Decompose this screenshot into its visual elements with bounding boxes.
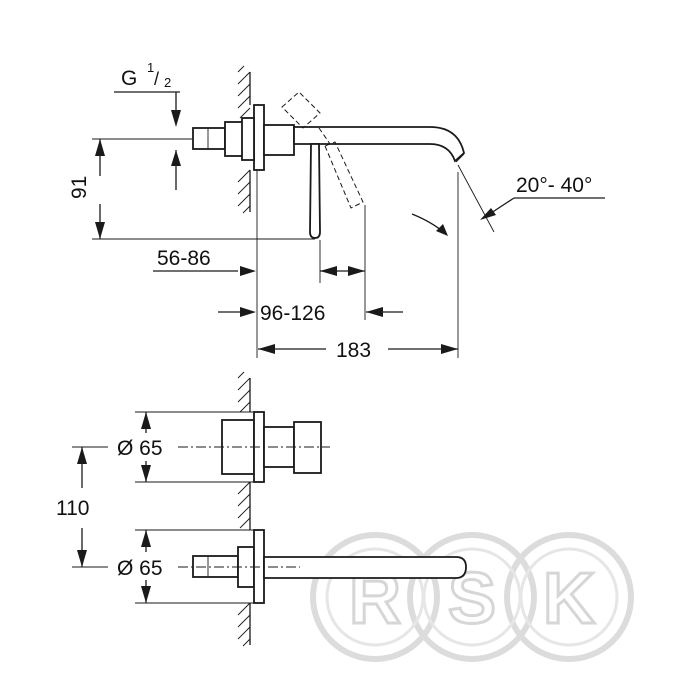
lever-phantom-side — [324, 141, 364, 209]
bottom-front-view: Ø 65 Ø 65 110 — [56, 371, 467, 647]
top-side-view: G 1 / 2 91 56-86 96-126 — [68, 60, 605, 362]
cartridge-body — [263, 124, 295, 156]
spout — [293, 126, 465, 163]
thread-fraction-top: 1 — [147, 60, 154, 75]
dim-angle-20-40: 20°- 40° — [516, 174, 592, 197]
thread-fraction-slash: / — [154, 69, 159, 89]
plate-flange — [241, 117, 255, 161]
watermark-inner-ring-k — [519, 547, 619, 647]
dim-reach-183: 183 — [336, 339, 371, 362]
dia-upper-65: Ø 65 — [117, 437, 163, 460]
watermark-ring-k — [504, 532, 634, 662]
watermark-logo: R S K — [310, 532, 634, 662]
watermark-letter-k: K — [543, 559, 595, 639]
watermark-ring-r — [310, 532, 440, 662]
lower-inlet-pipe — [192, 555, 239, 578]
wall-plate — [253, 104, 265, 171]
thread-fraction-bottom: 2 — [164, 75, 171, 90]
wall-hatching-top — [237, 65, 251, 214]
dim-lever-96-126: 96-126 — [260, 302, 325, 325]
lower-wall-plate — [253, 529, 265, 604]
dim-spacing-110: 110 — [56, 497, 89, 520]
wall-hatching-bottom — [237, 371, 251, 647]
dim-inlet-56-86: 56-86 — [157, 247, 211, 270]
lever-phantom-top — [281, 91, 321, 129]
watermark-ring-s — [407, 532, 537, 662]
dim-height-91: 91 — [68, 176, 91, 199]
inlet-pipe — [192, 127, 226, 150]
upper-handle — [293, 421, 322, 474]
thread-label: G — [121, 67, 137, 90]
lower-spout — [263, 556, 467, 579]
lever-handle — [309, 143, 321, 239]
dia-lower-65: Ø 65 — [117, 557, 163, 580]
